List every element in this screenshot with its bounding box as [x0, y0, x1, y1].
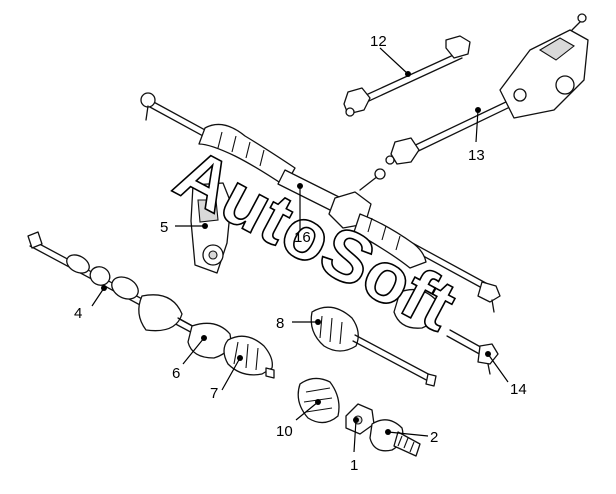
- callout-6: 6: [172, 365, 180, 382]
- tie-rod-upper: [343, 35, 471, 117]
- callout-labels: 12 13 5 16 4 8 6 7 14 10 2 1: [74, 33, 527, 474]
- callout-14: 14: [510, 381, 527, 398]
- callout-10: 10: [276, 423, 293, 440]
- tie-rod-lower: [385, 99, 513, 165]
- callout-5: 5: [160, 219, 168, 236]
- callout-8: 8: [276, 315, 284, 332]
- tie-rod-end: [446, 329, 499, 375]
- cv-boot-7: [223, 335, 275, 379]
- steering-gear-housing: [499, 13, 589, 119]
- drive-shaft-assembly: [27, 231, 201, 337]
- drive-shaft-8: [310, 306, 437, 387]
- steering-rack-assembly: [140, 92, 501, 313]
- cv-joint-inner: [393, 288, 440, 329]
- stub-axle: [369, 419, 421, 457]
- callout-leaders: [91, 47, 509, 453]
- callout-2: 2: [430, 429, 438, 446]
- callout-1: 1: [350, 457, 358, 474]
- callout-7: 7: [210, 385, 218, 402]
- callout-4: 4: [74, 305, 82, 322]
- tripod-spider: [345, 403, 375, 435]
- callout-12: 12: [370, 33, 387, 50]
- mounting-bracket: [190, 182, 232, 274]
- callout-13: 13: [468, 147, 485, 164]
- callout-16: 16: [294, 229, 311, 246]
